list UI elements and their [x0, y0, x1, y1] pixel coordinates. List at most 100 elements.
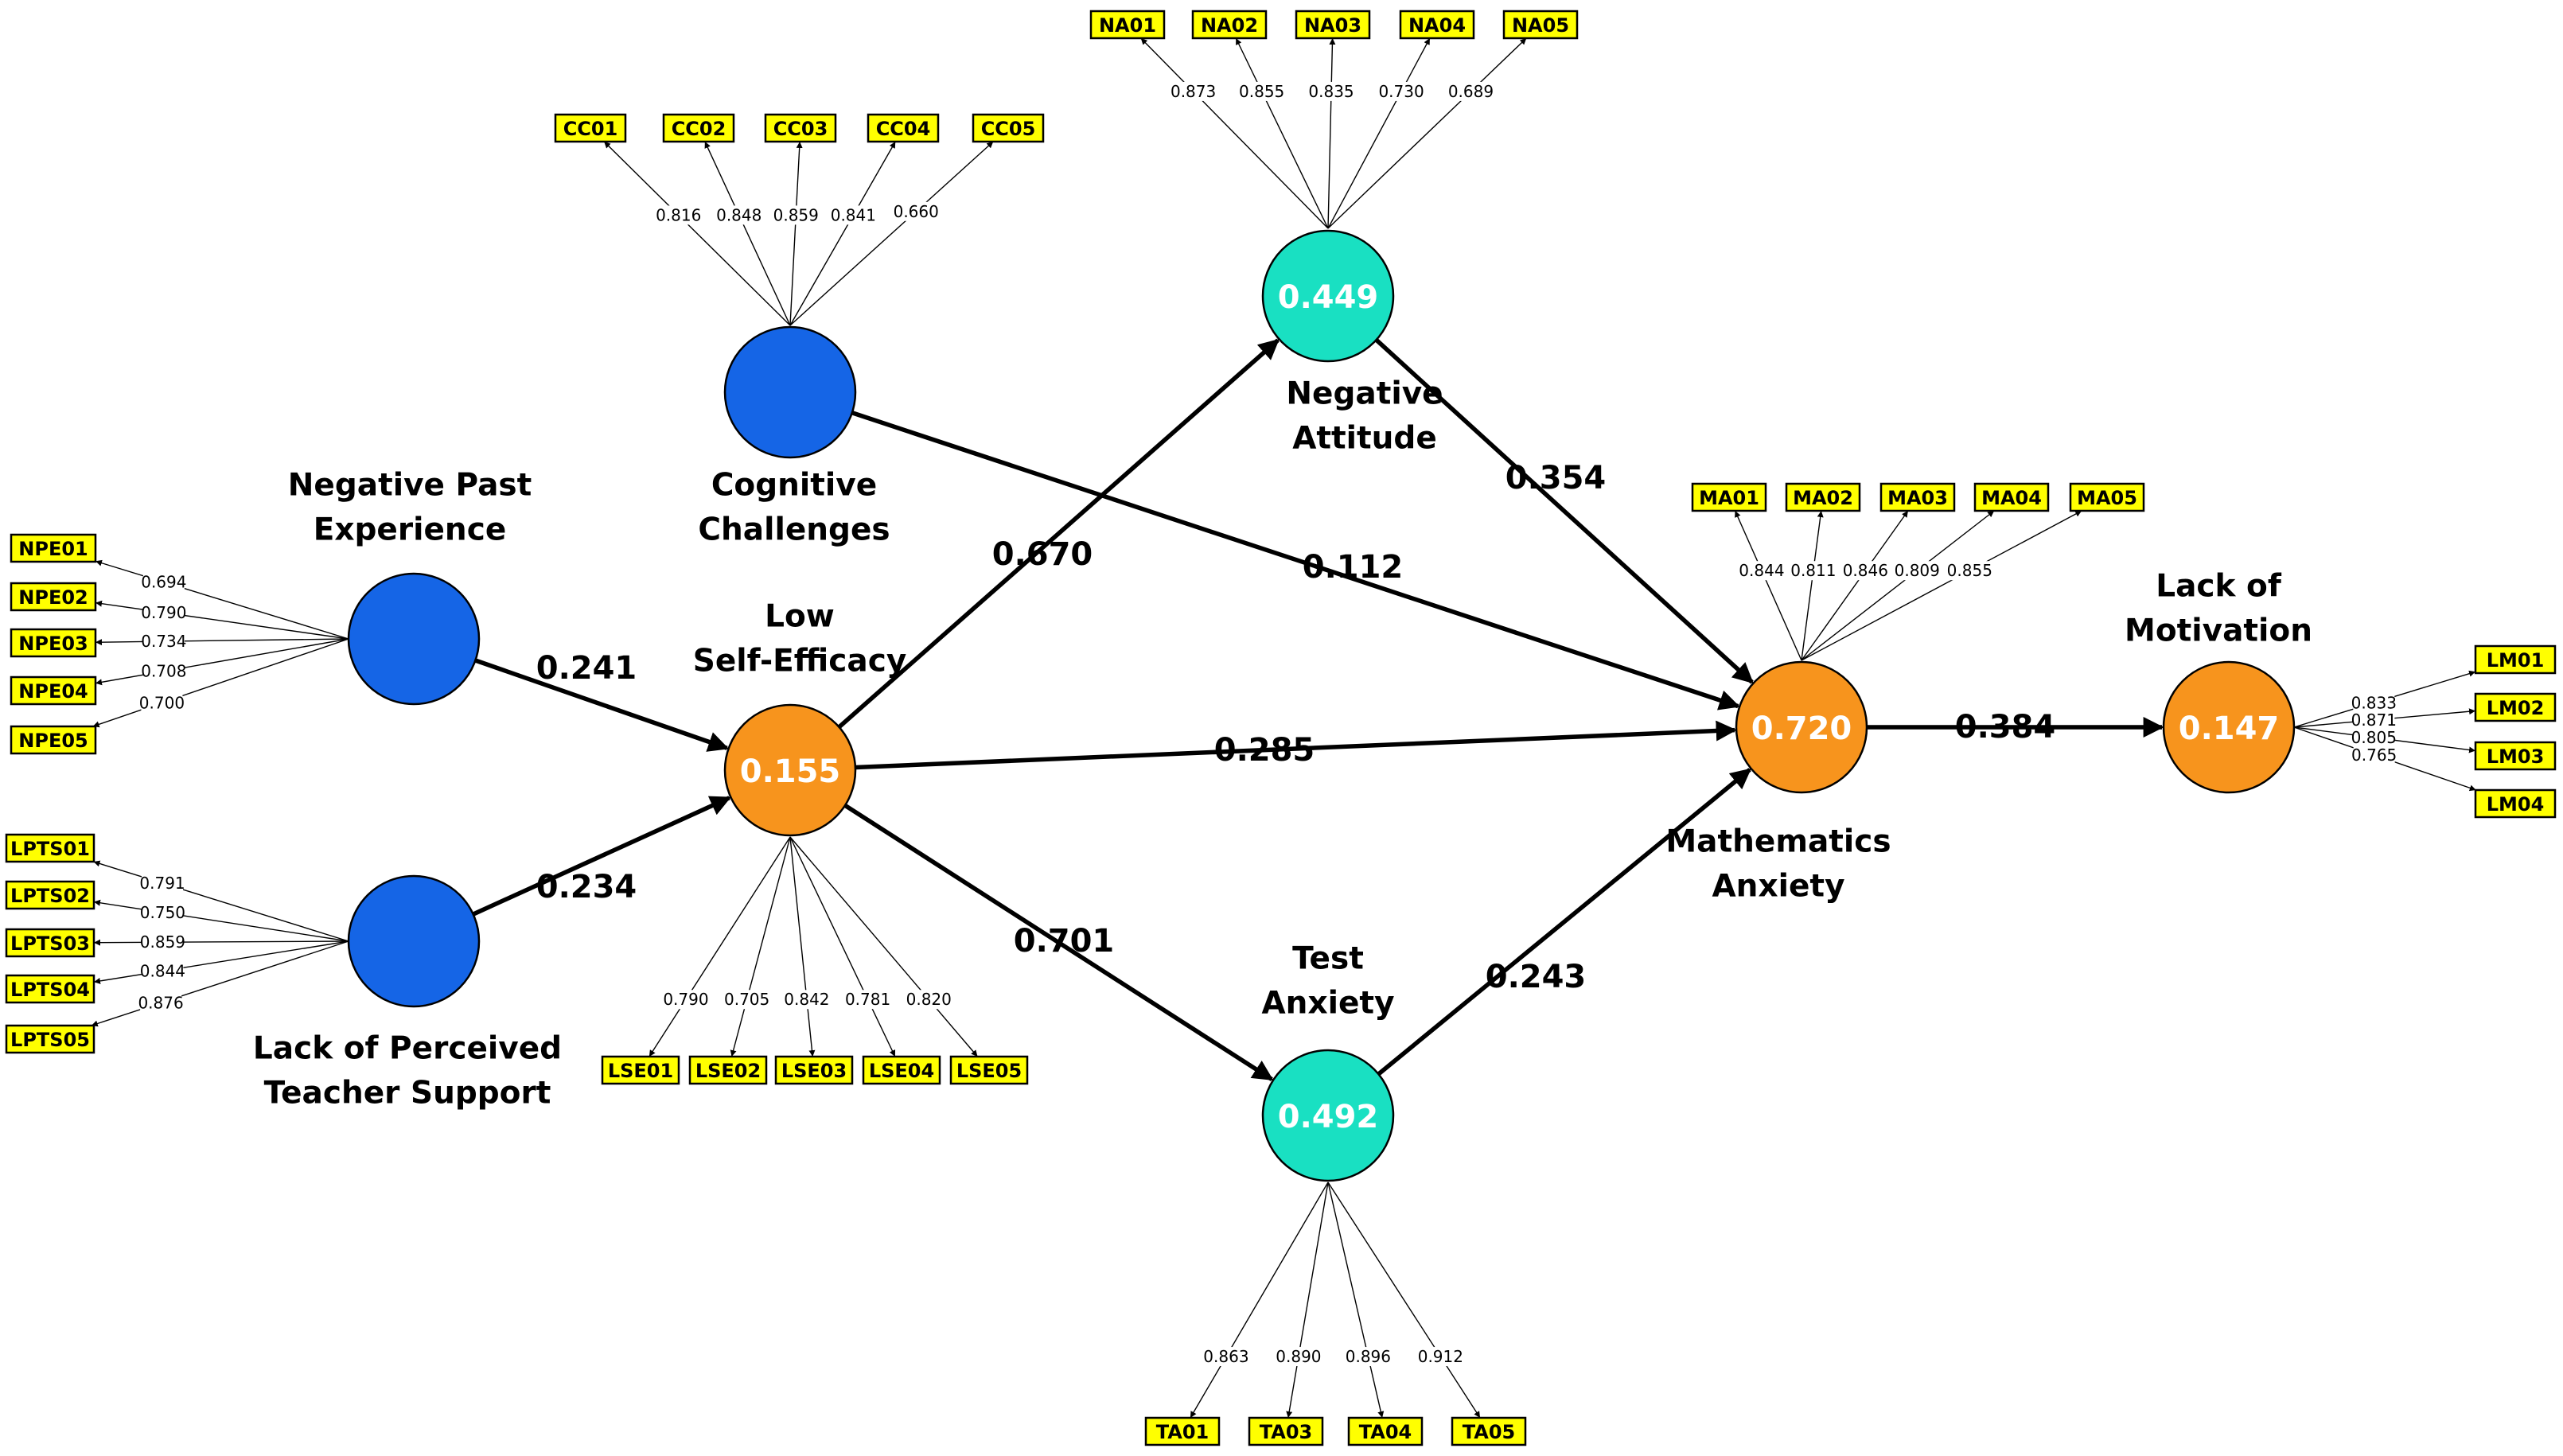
indicator-line-ta04 — [1327, 1182, 1385, 1419]
loading-ma04: 0.809 — [1895, 561, 1940, 581]
indicator-line-ta05 — [1327, 1182, 1481, 1419]
construct-circle — [2162, 660, 2296, 794]
construct-cc[interactable] — [723, 325, 857, 459]
loading-value: 0.842 — [784, 990, 829, 1009]
indicator-ta03[interactable]: TA03 — [1248, 1416, 1324, 1446]
indicator-lpts05[interactable]: LPTS05 — [5, 1024, 95, 1054]
indicator-ma05[interactable]: MA05 — [2069, 482, 2145, 512]
loading-value: 0.750 — [140, 903, 185, 922]
construct-lm[interactable]: 0.147 — [2162, 660, 2296, 794]
indicator-label: NPE01 — [18, 538, 88, 560]
indicator-lse01[interactable]: LSE01 — [601, 1055, 680, 1085]
loading-ma01: 0.844 — [1739, 561, 1785, 581]
indicator-na01[interactable]: NA01 — [1089, 10, 1166, 40]
indicator-label: LPTS02 — [10, 885, 90, 907]
indicator-lm04[interactable]: LM04 — [2474, 788, 2557, 819]
indicator-line-npe01 — [95, 559, 349, 640]
loading-ta05: 0.912 — [1418, 1347, 1463, 1367]
indicator-box — [1451, 1416, 1527, 1446]
indicator-lpts02[interactable]: LPTS02 — [5, 880, 95, 910]
loading-value: 0.660 — [894, 202, 939, 221]
construct-label-line: Lack of — [2156, 569, 2282, 605]
indicator-lm02[interactable]: LM02 — [2474, 692, 2557, 722]
loading-lm04: 0.765 — [2351, 745, 2397, 765]
path-coefficients: 0.2410.2340.6700.7010.2850.1120.3540.243… — [536, 460, 2056, 995]
path-lse-na — [837, 338, 1280, 729]
path-lse-ta — [843, 803, 1274, 1081]
indicator-line-cc01 — [603, 141, 791, 326]
indicator-cc02[interactable]: CC02 — [662, 113, 735, 143]
indicator-npe02[interactable]: NPE02 — [10, 582, 97, 612]
indicator-lm01[interactable]: LM01 — [2474, 644, 2557, 675]
construct-circle — [347, 572, 481, 706]
indicator-cc01[interactable]: CC01 — [554, 113, 627, 143]
indicator-lpts01[interactable]: LPTS01 — [5, 833, 95, 863]
indicator-npe03[interactable]: NPE03 — [10, 628, 97, 658]
indicator-boxes: CC01 CC02 CC03 CC04 CC05 NA01 NA02 NA03 NA04 NA05… — [5, 10, 2557, 1446]
indicator-lse02[interactable]: LSE02 — [688, 1055, 768, 1085]
indicator-npe01[interactable]: NPE01 — [10, 533, 97, 563]
coef-cc-ma: 0.112 — [1303, 549, 1404, 586]
indicator-line-lpts03 — [93, 939, 349, 946]
indicator-na02[interactable]: NA02 — [1191, 10, 1268, 40]
indicator-lse03[interactable]: LSE03 — [774, 1055, 854, 1085]
indicator-ma01[interactable]: MA01 — [1691, 482, 1767, 512]
indicator-lse04[interactable]: LSE04 — [862, 1055, 941, 1085]
construct-npe[interactable] — [347, 572, 481, 706]
indicator-cc03[interactable]: CC03 — [764, 113, 837, 143]
indicator-cc05[interactable]: CC05 — [972, 113, 1045, 143]
loading-value: 0.791 — [139, 874, 185, 893]
construct-lse[interactable]: 0.155 — [723, 703, 857, 837]
indicator-ta05[interactable]: TA05 — [1451, 1416, 1527, 1446]
indicator-ta01[interactable]: TA01 — [1144, 1416, 1221, 1446]
loading-value: 0.844 — [140, 961, 185, 980]
construct-ma[interactable]: 0.720 — [1735, 660, 1868, 794]
loading-ma02: 0.811 — [1790, 561, 1836, 581]
indicator-line-ma03 — [1801, 510, 1909, 661]
loading-value: 0.835 — [1308, 82, 1354, 101]
construct-na[interactable]: 0.449 — [1261, 229, 1395, 363]
construct-circle — [1261, 229, 1395, 363]
construct-label-line: Negative — [1286, 376, 1443, 412]
indicator-lse05[interactable]: LSE05 — [949, 1055, 1029, 1085]
indicator-na03[interactable]: NA03 — [1295, 10, 1371, 40]
indicator-label: TA05 — [1463, 1421, 1515, 1443]
indicator-lpts03[interactable]: LPTS03 — [5, 928, 95, 958]
loading-cc01: 0.816 — [656, 205, 701, 225]
construct-ta[interactable]: 0.492 — [1261, 1049, 1395, 1182]
loading-lse01: 0.790 — [663, 990, 709, 1010]
indicator-label: CC05 — [981, 118, 1036, 140]
indicator-label: LSE03 — [781, 1060, 847, 1082]
indicator-lpts04[interactable]: LPTS04 — [5, 974, 95, 1004]
construct-label-line: Experience — [314, 512, 507, 548]
indicator-npe04[interactable]: NPE04 — [10, 675, 97, 706]
indicator-line-ma01 — [1734, 510, 1802, 661]
indicator-ma04[interactable]: MA04 — [1973, 482, 2050, 512]
indicator-label: LSE04 — [869, 1060, 934, 1082]
construct-lpts[interactable] — [347, 874, 481, 1008]
indicator-ta04[interactable]: TA04 — [1347, 1416, 1424, 1446]
loading-lse04: 0.781 — [845, 990, 890, 1010]
loading-lm02: 0.871 — [2351, 710, 2397, 730]
indicator-cc04[interactable]: CC04 — [867, 113, 940, 143]
indicator-box — [1879, 482, 1956, 512]
indicator-line-npe03 — [95, 638, 349, 646]
indicator-ma03[interactable]: MA03 — [1879, 482, 1956, 512]
r-squared-value: 0.147 — [2179, 710, 2280, 747]
indicator-box — [2474, 741, 2557, 771]
indicator-na05[interactable]: NA05 — [1502, 10, 1579, 40]
indicator-line-lpts02 — [93, 899, 349, 942]
indicator-na04[interactable]: NA04 — [1399, 10, 1475, 40]
indicator-lm03[interactable]: LM03 — [2474, 741, 2557, 771]
indicator-box — [972, 113, 1045, 143]
loading-value: 0.890 — [1276, 1347, 1321, 1366]
indicator-line-cc04 — [789, 141, 896, 326]
construct-circle — [723, 325, 857, 459]
indicator-label: MA05 — [2077, 487, 2137, 509]
construct-label-line: Attitude — [1292, 421, 1437, 457]
indicator-npe05[interactable]: NPE05 — [10, 725, 97, 755]
indicator-ma02[interactable]: MA02 — [1785, 482, 1861, 512]
loading-npe04: 0.708 — [141, 661, 186, 681]
